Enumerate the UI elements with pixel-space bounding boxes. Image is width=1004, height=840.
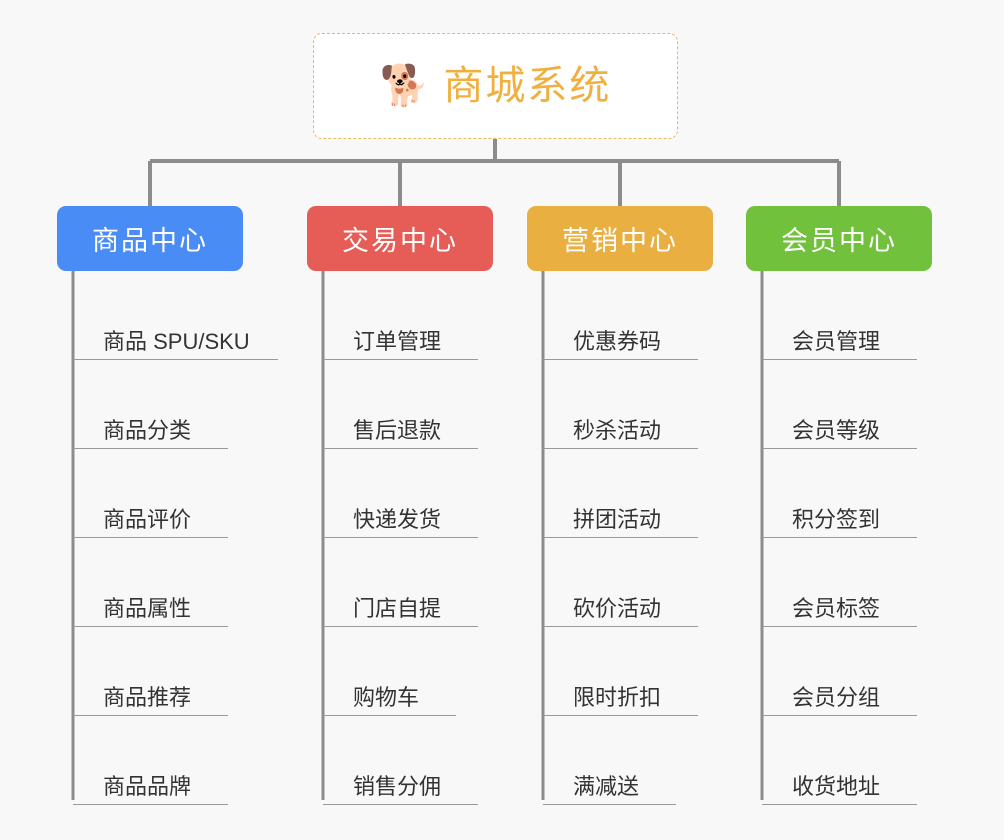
leaf-item-label: 快递发货 [353,506,442,532]
category-header-label: 会员中心 [781,226,897,256]
category-column-2: 交易中心订单管理售后退款快递发货门店自提购物车销售分佣 [307,206,493,805]
leaf-item-underline [543,359,698,360]
leaf-item-underline [543,626,698,627]
leaf-item[interactable]: 门店自提 [323,538,478,627]
category-header-label: 营销中心 [562,226,678,256]
leaf-item[interactable]: 订单管理 [323,271,478,360]
leaf-item[interactable]: 商品推荐 [73,627,256,716]
category-header-label: 商品中心 [92,226,208,256]
leaf-item-label: 秒杀活动 [573,417,662,443]
leaf-item-underline [762,804,917,805]
leaf-item-label: 会员管理 [792,328,881,354]
category-header-4[interactable]: 会员中心 [746,206,932,271]
root-node[interactable]: 🐕 商城系统 [313,33,678,139]
leaf-item[interactable]: 优惠券码 [543,271,698,360]
leaf-item-label: 商品分类 [103,417,192,443]
leaf-item-underline [323,537,478,538]
leaf-item[interactable]: 会员分组 [762,627,917,716]
category-column-4: 会员中心会员管理会员等级积分签到会员标签会员分组收货地址 [746,206,932,805]
leaf-item-underline [543,537,698,538]
leaf-list-4: 会员管理会员等级积分签到会员标签会员分组收货地址 [762,271,917,805]
leaf-item-label: 订单管理 [353,328,442,354]
leaf-item-underline [73,804,228,805]
leaf-item-label: 满减送 [573,773,640,799]
leaf-item[interactable]: 商品 SPU/SKU [73,271,278,360]
leaf-item[interactable]: 快递发货 [323,449,478,538]
leaf-item-label: 砍价活动 [573,595,662,621]
leaf-item[interactable]: 会员标签 [762,538,917,627]
leaf-item-underline [73,448,228,449]
leaf-item-label: 会员等级 [792,417,881,443]
leaf-item-underline [323,715,456,716]
leaf-item-label: 会员分组 [792,684,881,710]
category-column-1: 商品中心商品 SPU/SKU 商品分类商品评价商品属性商品推荐商品品牌 [57,206,278,805]
leaf-item-underline [543,448,698,449]
category-header-3[interactable]: 营销中心 [527,206,713,271]
leaf-item-underline [543,804,676,805]
leaf-item-label: 收货地址 [792,773,881,799]
leaf-item-underline [762,626,917,627]
category-header-2[interactable]: 交易中心 [307,206,493,271]
category-header-1[interactable]: 商品中心 [57,206,243,271]
leaf-item-label: 拼团活动 [573,506,662,532]
leaf-item-label: 售后退款 [353,417,442,443]
leaf-item[interactable]: 售后退款 [323,360,478,449]
leaf-item[interactable]: 会员管理 [762,271,917,360]
leaf-item-underline [762,715,917,716]
leaf-item-underline [73,715,228,716]
leaf-item[interactable]: 商品属性 [73,538,256,627]
leaf-item[interactable]: 积分签到 [762,449,917,538]
leaf-list-2: 订单管理售后退款快递发货门店自提购物车销售分佣 [323,271,478,805]
leaf-item-underline [543,715,698,716]
leaf-item-label: 商品推荐 [103,684,192,710]
leaf-item[interactable]: 满减送 [543,716,676,805]
leaf-item-underline [323,804,478,805]
leaf-item[interactable]: 拼团活动 [543,449,698,538]
leaf-item[interactable]: 商品评价 [73,449,256,538]
leaf-item-underline [323,448,478,449]
leaf-item[interactable]: 砍价活动 [543,538,698,627]
leaf-item-underline [762,359,917,360]
leaf-item[interactable]: 秒杀活动 [543,360,698,449]
leaf-item-label: 购物车 [353,684,420,710]
leaf-item-label: 商品 SPU/SKU [103,328,250,354]
leaf-item-label: 商品品牌 [103,773,192,799]
category-header-label: 交易中心 [342,226,458,256]
leaf-item[interactable]: 购物车 [323,627,456,716]
leaf-list-3: 优惠券码秒杀活动拼团活动砍价活动限时折扣满减送 [543,271,698,805]
leaf-item-underline [73,537,228,538]
leaf-item-label: 商品评价 [103,506,192,532]
leaf-item[interactable]: 收货地址 [762,716,917,805]
leaf-item[interactable]: 商品分类 [73,360,256,449]
leaf-list-1: 商品 SPU/SKU 商品分类商品评价商品属性商品推荐商品品牌 [73,271,278,805]
leaf-item-label: 积分签到 [792,506,881,532]
leaf-item-label: 商品属性 [103,595,192,621]
leaf-item-underline [762,448,917,449]
category-column-3: 营销中心优惠券码秒杀活动拼团活动砍价活动限时折扣满减送 [527,206,713,805]
leaf-item-label: 销售分佣 [353,773,442,799]
leaf-item[interactable]: 限时折扣 [543,627,698,716]
leaf-item-underline [762,537,917,538]
shiba-dog-face-icon: 🐕 [379,64,430,108]
leaf-item-label: 优惠券码 [573,328,662,354]
leaf-item-underline [323,359,478,360]
leaf-item-label: 门店自提 [353,595,442,621]
leaf-item-underline [73,359,278,360]
leaf-item[interactable]: 销售分佣 [323,716,478,805]
leaf-item-label: 会员标签 [792,595,881,621]
leaf-item-underline [73,626,228,627]
leaf-item[interactable]: 商品品牌 [73,716,256,805]
root-title: 商城系统 [443,64,612,108]
leaf-item-underline [323,626,478,627]
leaf-item[interactable]: 会员等级 [762,360,917,449]
leaf-item-label: 限时折扣 [573,684,662,710]
